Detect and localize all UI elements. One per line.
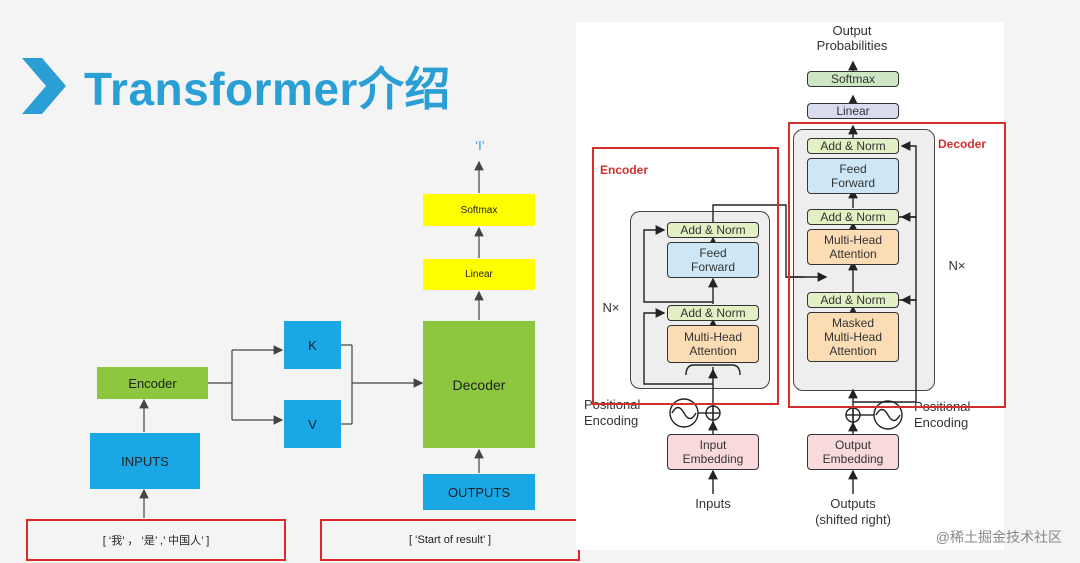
left-encoder-box: Encoder — [97, 367, 208, 399]
left-inputs-box: INPUTS — [90, 433, 200, 489]
left-outputs-box: OUTPUTS — [423, 474, 535, 510]
decoder-feed-forward: Feed Forward — [807, 158, 899, 194]
output-tokens-box: [ ‘Start of result’ ] — [320, 519, 580, 561]
output-embedding: Output Embedding — [807, 434, 899, 470]
decoder-softmax: Softmax — [807, 71, 899, 87]
decoder-add-norm-top: Add & Norm — [807, 138, 899, 154]
output-token: ‘I’ — [475, 138, 485, 153]
watermark: @稀土掘金技术社区 — [935, 529, 1062, 545]
decoder-add-norm-mid: Add & Norm — [807, 209, 899, 225]
slide-title: Transformer介绍 — [84, 63, 451, 115]
input-embedding: Input Embedding — [667, 434, 759, 470]
chevron-right-icon — [22, 58, 66, 114]
output-probabilities-label: Output Probabilities — [816, 23, 888, 53]
decoder-linear: Linear — [807, 103, 899, 119]
encoder-highlight-frame — [592, 147, 779, 405]
encoder-add-norm-bottom: Add & Norm — [667, 305, 759, 321]
decoder-add-norm-bottom: Add & Norm — [807, 292, 899, 308]
inputs-label: Inputs — [695, 496, 731, 511]
encoder-highlight-label: Encoder — [600, 163, 649, 177]
left-softmax-box: Softmax — [423, 194, 535, 226]
decoder-highlight-label: Decoder — [938, 137, 987, 151]
outputs-shifted-label: Outputs (shifted right) — [815, 496, 891, 527]
left-linear-box: Linear — [423, 259, 535, 290]
encoder-feed-forward: Feed Forward — [667, 242, 759, 278]
input-tokens-box: [ ‘我’ ， ‘是’ ,’ 中国人’ ] — [26, 519, 286, 561]
encoder-positional-encoding-label: Positional Encoding — [584, 397, 641, 428]
left-v-box: V — [284, 400, 341, 448]
decoder-masked-multi-head-attention: Masked Multi-Head Attention — [807, 312, 899, 362]
decoder-highlight-frame — [788, 122, 1006, 408]
encoder-add-norm-top: Add & Norm — [667, 222, 759, 238]
slide-title-row: Transformer介绍 — [22, 56, 451, 116]
encoder-multi-head-attention: Multi-Head Attention — [667, 325, 759, 363]
left-diagram-connectors — [139, 160, 484, 518]
encoder-nx-label: N× — [602, 300, 620, 315]
decoder-nx-label: N× — [948, 258, 966, 273]
left-k-box: K — [284, 321, 341, 369]
decoder-multi-head-attention: Multi-Head Attention — [807, 229, 899, 265]
left-decoder-box: Decoder — [423, 321, 535, 448]
